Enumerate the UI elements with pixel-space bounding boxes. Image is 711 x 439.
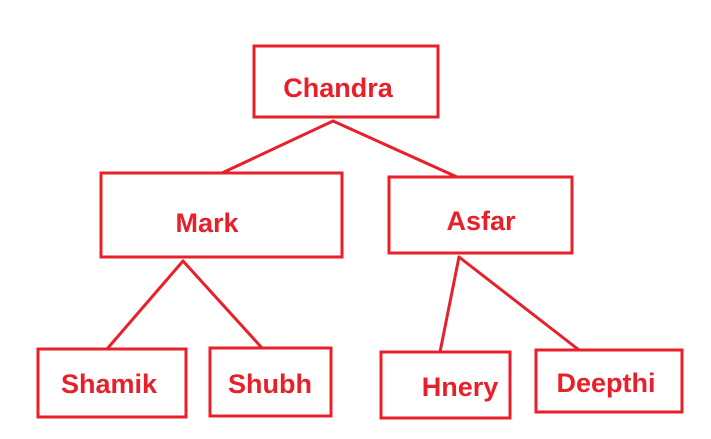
node-shubh: Shubh bbox=[208, 346, 333, 418]
node-box-hnery bbox=[379, 350, 512, 420]
edge-mark-shamik bbox=[105, 259, 185, 351]
node-hnery: Hnery bbox=[379, 350, 512, 420]
node-box-deepthi bbox=[534, 348, 684, 414]
node-label-mark: Mark bbox=[175, 208, 239, 238]
node-box-mark bbox=[99, 171, 344, 259]
edge-mark-shubh bbox=[181, 259, 264, 350]
node-label-deepthi: Deepthi bbox=[556, 368, 655, 398]
node-label-shubh: Shubh bbox=[228, 369, 312, 399]
node-shamik: Shamik bbox=[36, 347, 188, 419]
node-label-asfar: Asfar bbox=[446, 206, 516, 236]
node-box-chandra bbox=[252, 44, 440, 119]
edge-chandra-asfar bbox=[331, 119, 459, 179]
node-asfar: Asfar bbox=[387, 175, 574, 255]
node-box-shubh bbox=[208, 346, 333, 418]
edge-asfar-deepthi bbox=[457, 255, 581, 352]
node-mark: Mark bbox=[99, 171, 344, 259]
edge-chandra-mark bbox=[220, 119, 335, 175]
node-box-asfar bbox=[387, 175, 574, 255]
node-chandra: Chandra bbox=[252, 44, 440, 119]
node-label-chandra: Chandra bbox=[283, 73, 394, 103]
node-deepthi: Deepthi bbox=[534, 348, 684, 414]
node-label-shamik: Shamik bbox=[61, 369, 158, 399]
edge-asfar-hnery bbox=[438, 255, 461, 354]
node-label-hnery: Hnery bbox=[422, 372, 499, 402]
tree-edges bbox=[105, 119, 581, 354]
node-box-shamik bbox=[36, 347, 188, 419]
